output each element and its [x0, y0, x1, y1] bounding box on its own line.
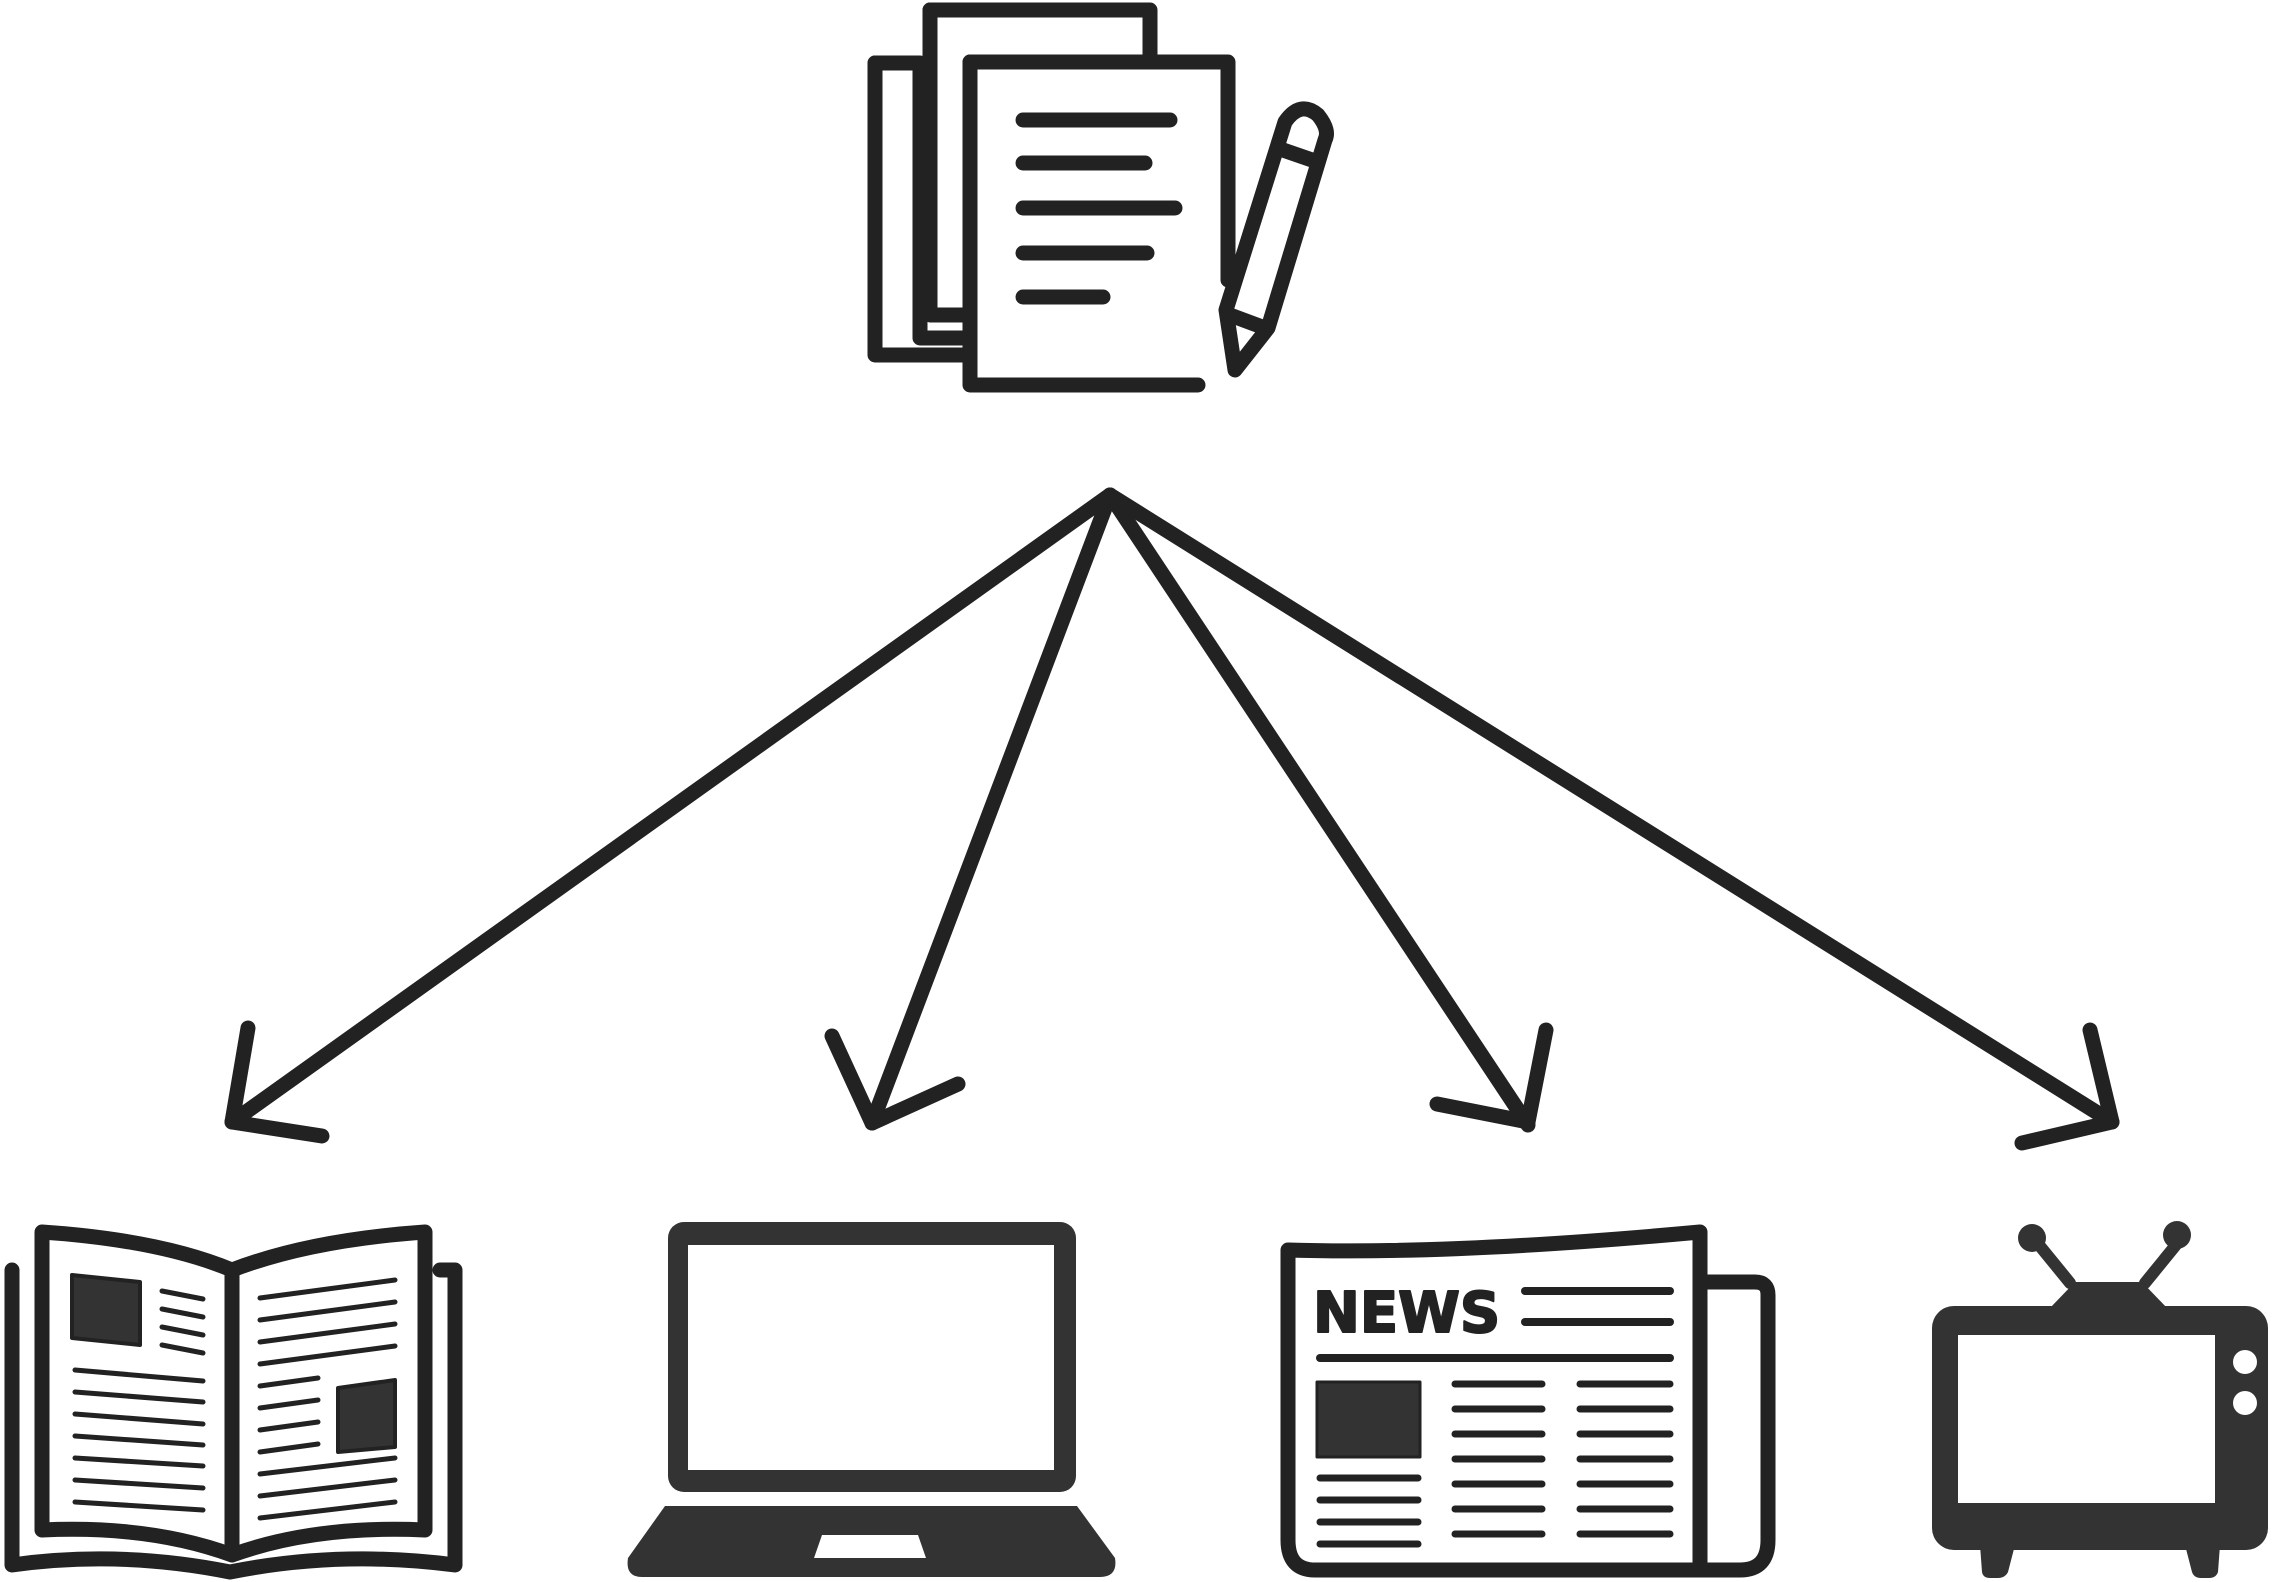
- open-magazine-icon: [4, 1224, 463, 1580]
- documents-with-pencil-icon: [867, 2, 1334, 393]
- arrow-to-magazine: [224, 487, 1118, 1144]
- newspaper-icon: NEWS: [1280, 1224, 1776, 1578]
- arrow-to-television: [1102, 487, 2120, 1151]
- arrow-to-newspaper: [1102, 487, 1554, 1133]
- arrows: [224, 487, 2120, 1151]
- newspaper-masthead: NEWS: [1313, 1281, 1500, 1346]
- television-icon: [1932, 1221, 2268, 1578]
- laptop-icon: [627, 1222, 1116, 1577]
- arrow-to-laptop: [824, 487, 1118, 1131]
